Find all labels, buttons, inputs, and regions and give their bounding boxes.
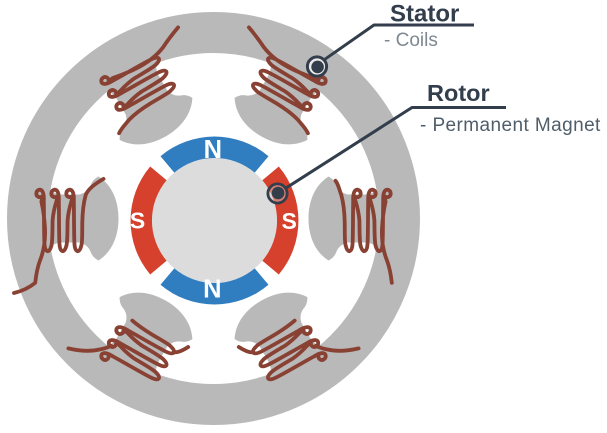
svg-text:S: S	[130, 207, 145, 233]
svg-text:S: S	[282, 208, 297, 234]
svg-text:N: N	[203, 276, 221, 304]
svg-text:N: N	[204, 136, 222, 164]
svg-text:Rotor: Rotor	[427, 80, 490, 106]
svg-text:Stator: Stator	[390, 1, 459, 28]
svg-text:- Permanent Magnet: - Permanent Magnet	[420, 115, 601, 136]
svg-text:- Coils: - Coils	[384, 30, 438, 51]
